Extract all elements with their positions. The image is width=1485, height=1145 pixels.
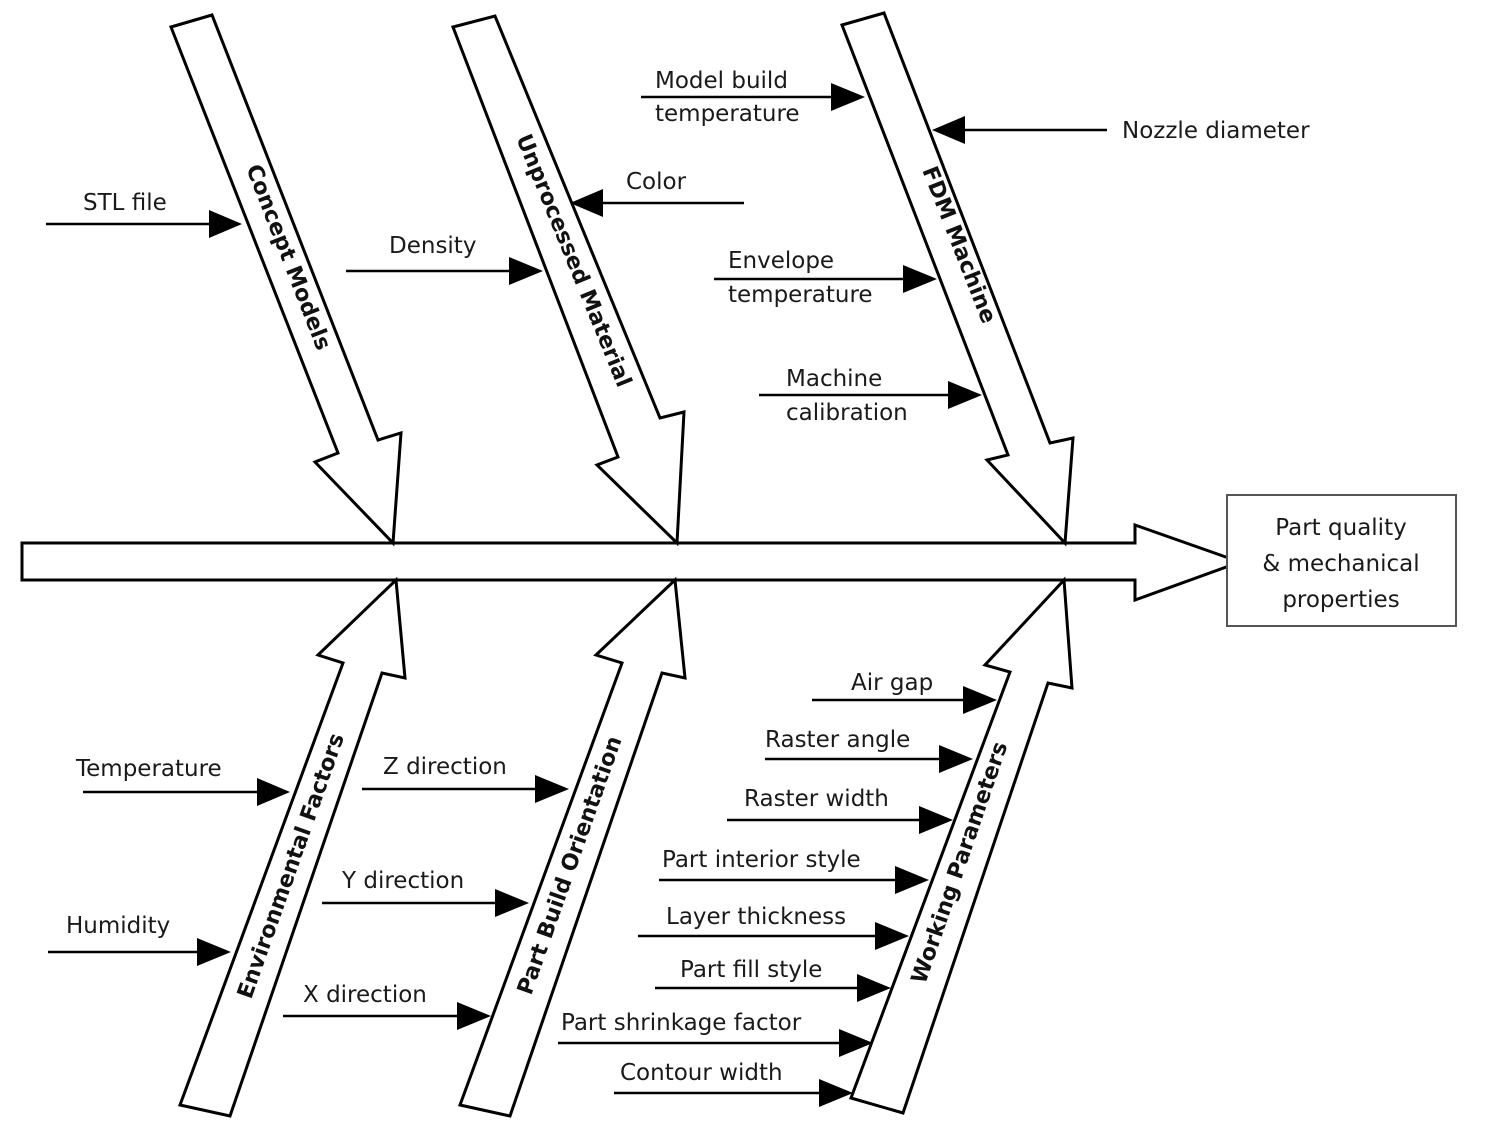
arrowhead-icon <box>963 686 997 714</box>
arrowhead-icon <box>932 116 965 144</box>
svg-text:Part shrinkage factor: Part shrinkage factor <box>561 1010 802 1036</box>
svg-text:Contour width: Contour width <box>620 1060 783 1086</box>
arrowhead-icon <box>570 189 603 217</box>
arrowhead-icon <box>509 257 543 285</box>
arrowhead-icon <box>948 381 982 409</box>
category-arrow-environmental-factors <box>177 576 407 1118</box>
cause-contour-width: Contour width <box>614 1060 853 1107</box>
cause-x-direction: X direction <box>283 982 491 1030</box>
arrowhead-icon <box>819 1079 853 1107</box>
cause-color: Color <box>570 169 744 217</box>
svg-text:Machine: Machine <box>786 366 882 392</box>
effect-line-1: Part quality <box>1275 515 1406 541</box>
category-label-environmental-factors: Environmental Factors <box>233 730 350 1002</box>
arrowhead-icon <box>839 1029 873 1057</box>
arrowhead-icon <box>895 866 929 894</box>
cause-y-direction: Y direction <box>322 868 529 917</box>
arrowhead-icon <box>209 210 242 238</box>
category-label-working-parameters: Working Parameters <box>907 739 1013 987</box>
cause-density: Density <box>346 233 543 285</box>
cause-part-shrinkage-factor: Part shrinkage factor <box>558 1010 873 1057</box>
svg-text:STL file: STL file <box>83 190 167 216</box>
svg-text:calibration: calibration <box>786 400 908 426</box>
svg-text:Color: Color <box>626 169 687 195</box>
svg-text:Part interior style: Part interior style <box>662 847 861 873</box>
svg-text:Layer thickness: Layer thickness <box>666 904 846 930</box>
cause-raster-angle: Raster angle <box>765 727 973 773</box>
cause-envelope-temperature: Envelope temperature <box>714 248 937 308</box>
cause-z-direction: Z direction <box>362 754 569 803</box>
cause-machine-calibration: Machine calibration <box>759 366 982 426</box>
category-label-unprocessed-material: Unprocessed Material <box>510 131 635 391</box>
svg-text:Part fill style: Part fill style <box>680 957 822 983</box>
cause-part-fill-style: Part fill style <box>655 957 891 1002</box>
arrowhead-icon <box>919 806 953 834</box>
category-arrow-part-build-orientation <box>458 576 687 1118</box>
svg-text:Density: Density <box>389 233 476 259</box>
svg-text:Humidity: Humidity <box>66 913 170 939</box>
effect-line-3: properties <box>1282 587 1399 613</box>
svg-text:Nozzle diameter: Nozzle diameter <box>1122 118 1310 144</box>
category-arrow-fdm-machine <box>840 11 1075 547</box>
cause-layer-thickness: Layer thickness <box>638 904 909 950</box>
bone-working-parameters: Working Parameters <box>849 576 1074 1115</box>
cause-raster-width: Raster width <box>727 786 953 834</box>
svg-text:Model build: Model build <box>655 68 788 94</box>
cause-model-build-temperature: Model build temperature <box>641 68 865 127</box>
arrowhead-icon <box>257 778 290 806</box>
bone-unprocessed-material: Unprocessed Material <box>450 14 686 547</box>
arrowhead-icon <box>197 938 231 966</box>
bone-environmental-factors: Environmental Factors <box>177 576 407 1118</box>
arrowhead-icon <box>831 83 865 111</box>
svg-text:Raster angle: Raster angle <box>765 727 910 753</box>
cause-stl-file: STL file <box>46 190 242 238</box>
cause-temperature: Temperature <box>75 756 290 806</box>
cause-nozzle-diameter: Nozzle diameter <box>932 116 1310 144</box>
svg-text:temperature: temperature <box>655 101 800 127</box>
arrowhead-icon <box>495 889 529 917</box>
category-label-part-build-orientation: Part Build Orientation <box>513 733 627 998</box>
svg-text:Raster width: Raster width <box>744 786 889 812</box>
bone-concept-models: Concept Models <box>169 13 403 547</box>
svg-text:Air gap: Air gap <box>851 670 933 696</box>
arrowhead-icon <box>875 922 909 950</box>
spine-arrow <box>20 522 1245 603</box>
arrowhead-icon <box>535 775 569 803</box>
arrowhead-icon <box>457 1002 491 1030</box>
svg-text:temperature: temperature <box>728 282 873 308</box>
svg-text:Z direction: Z direction <box>383 754 507 780</box>
arrowhead-icon <box>857 974 891 1002</box>
arrowhead-icon <box>903 265 937 293</box>
effect-line-2: & mechanical <box>1262 551 1419 577</box>
svg-text:X direction: X direction <box>303 982 427 1008</box>
effect-box: Part quality & mechanical properties <box>1226 494 1457 627</box>
svg-text:Y direction: Y direction <box>341 868 464 894</box>
category-arrow-working-parameters <box>849 576 1074 1115</box>
category-arrow-concept-models <box>169 13 403 547</box>
svg-text:Envelope: Envelope <box>728 248 834 274</box>
cause-air-gap: Air gap <box>812 670 997 714</box>
arrowhead-icon <box>939 745 973 773</box>
category-arrow-unprocessed-material <box>450 14 686 547</box>
cause-humidity: Humidity <box>48 913 231 966</box>
svg-text:Temperature: Temperature <box>75 756 222 782</box>
cause-part-interior-style: Part interior style <box>659 847 929 894</box>
